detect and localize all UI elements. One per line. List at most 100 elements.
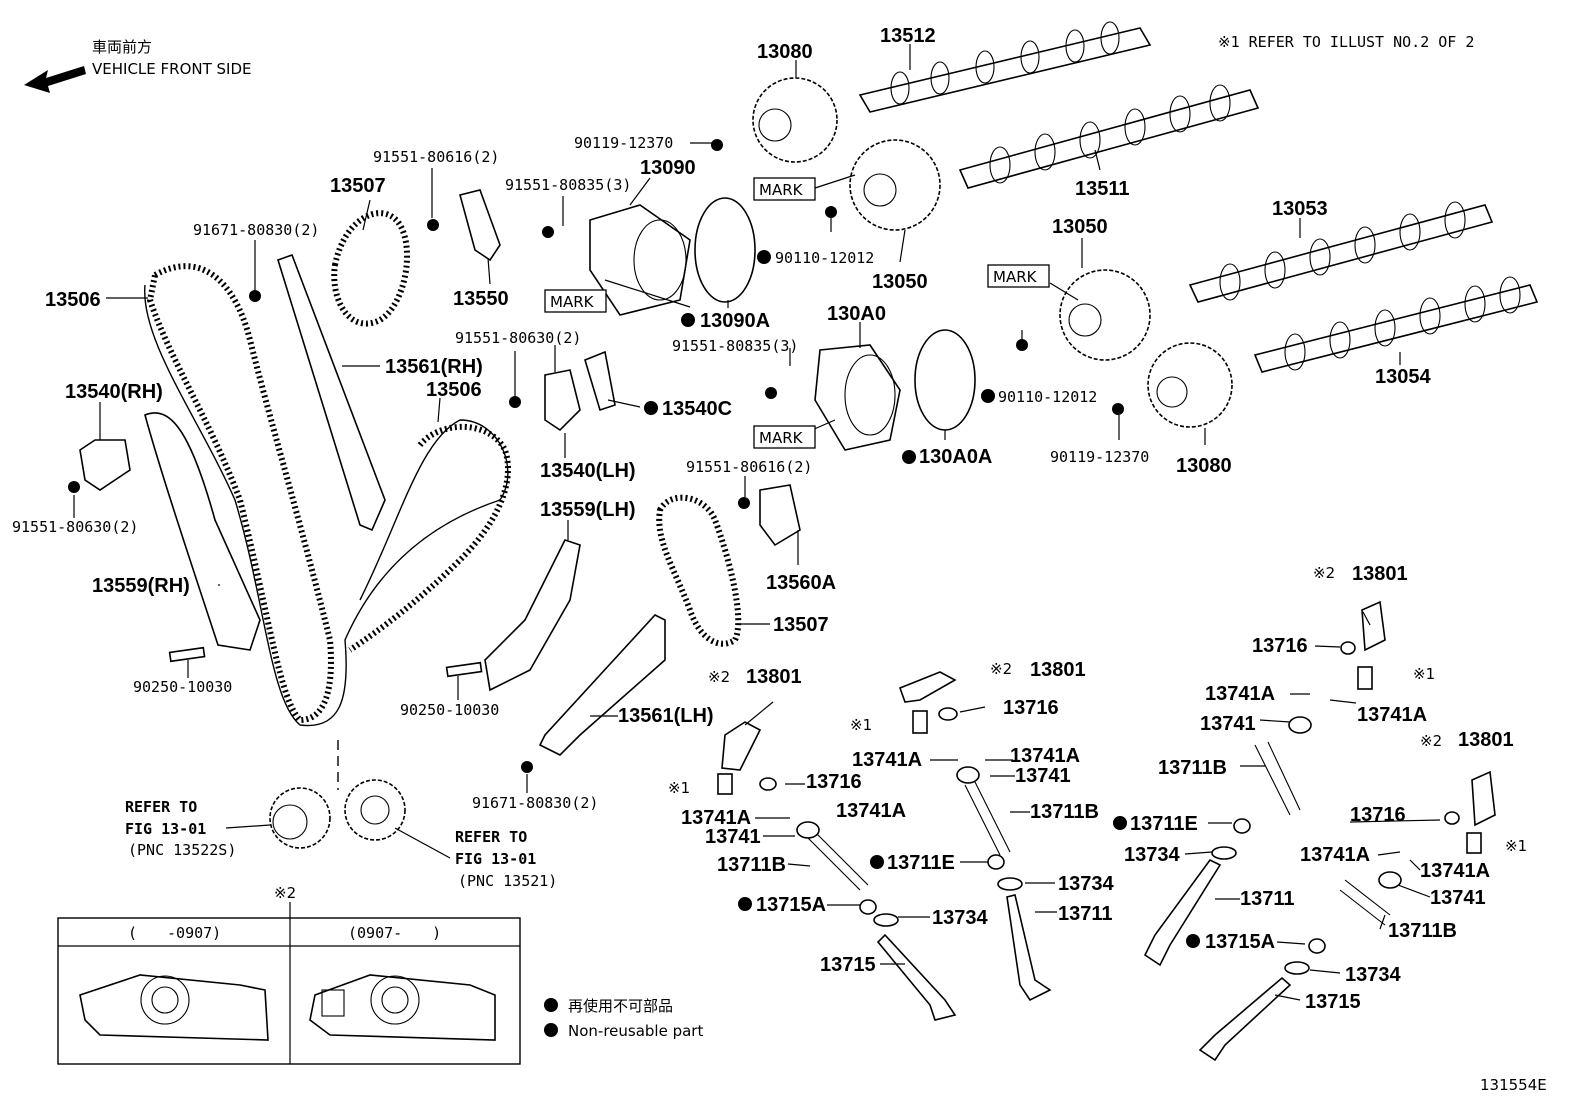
vvt-gear-13080-top <box>752 77 838 163</box>
label-13090: 13090 <box>640 157 696 179</box>
direction-label-en: VEHICLE FRONT SIDE <box>92 60 252 78</box>
legend-dot-icon <box>544 998 558 1012</box>
inset-col2-header: (0907- ) <box>348 924 441 942</box>
inset-col1-header: ( -0907) <box>128 924 221 942</box>
legend-dot-icon-2 <box>544 1023 558 1037</box>
vvt-gear-13080-right <box>1147 342 1233 428</box>
tensioner-13540rh <box>79 439 131 491</box>
label-13801-left: 13801 <box>746 666 802 688</box>
label-13716-mid: 13716 <box>1003 697 1059 719</box>
refer-right-line2: FIG 13-01 <box>455 850 536 868</box>
label-13801-right-top: 13801 <box>1352 563 1408 585</box>
label-13715a-l: 13715A <box>756 894 826 916</box>
label-13090a: 13090A <box>700 310 770 332</box>
inset-frame <box>57 917 521 1065</box>
rocker-arm-13801-right-top <box>1361 600 1386 652</box>
label-13540c: 13540C <box>662 398 732 420</box>
label-13741a-m2: 13741A <box>1010 745 1080 767</box>
label-90110-mid: 90110-12012 <box>998 388 1097 406</box>
direction-label-jp: 車両前方 <box>92 38 152 56</box>
label-mark-2: MARK <box>993 268 1038 286</box>
label-130a0a: 130A0A <box>919 446 992 468</box>
label-13741a-rr1: 13741A <box>1300 844 1370 866</box>
label-13741-rr: 13741 <box>1430 887 1486 909</box>
label-x1-3: ※1 <box>668 779 690 797</box>
refer-left-line3: (PNC 13522S) <box>128 841 236 859</box>
label-13050-mid: 13050 <box>872 271 928 293</box>
label-13734-rr: 13734 <box>1345 964 1401 986</box>
label-91551-80835-mid: 91551-80835(3) <box>672 337 798 355</box>
refer-left-line1: REFER TO <box>125 798 197 816</box>
tensioner-13560a <box>759 484 801 547</box>
label-13741-l: 13741 <box>705 826 761 848</box>
label-13711b-l: 13711B <box>717 854 786 876</box>
label-13711b-rr: 13711B <box>1388 920 1457 942</box>
label-13560a: 13560A <box>766 572 836 594</box>
label-x2-1: ※2 <box>1313 564 1335 582</box>
label-13550: 13550 <box>453 288 509 310</box>
leader-lines <box>73 44 1441 1001</box>
timing-chain-13506-left <box>146 263 334 724</box>
vvt-gear-13050-right <box>1059 269 1151 361</box>
tensioner-plate-13540c <box>584 350 616 412</box>
legend-label-en: Non-reusable part <box>568 1022 703 1040</box>
label-13715-r: 13715 <box>1305 991 1361 1013</box>
label-13741a-rr2: 13741A <box>1420 860 1490 882</box>
label-13734-r: 13734 <box>1124 844 1180 866</box>
valve-seals <box>796 716 1402 975</box>
valve-springs <box>799 741 1391 926</box>
camshaft-13512 <box>858 21 1152 113</box>
tensioner-13550 <box>459 189 501 262</box>
label-13741-m: 13741 <box>1015 765 1071 787</box>
rocker-arm-variant-inset: ※2 ( -0907) (0907- ) <box>57 884 521 1065</box>
rocker-arm-new-icon <box>309 974 496 1041</box>
rocker-arm-13801-left <box>721 721 762 771</box>
label-mark-3: MARK <box>550 293 595 311</box>
label-13711-m: 13711 <box>1058 903 1113 925</box>
rocker-arm-13801-mid <box>898 671 957 703</box>
part-labels: 13080 13512 90119-12370 13090 91551-8061… <box>12 25 1527 1013</box>
label-130a0: 130A0 <box>827 303 886 325</box>
camshaft-13054 <box>1253 276 1539 373</box>
label-91551-80630-mid: 91551-80630(2) <box>455 329 581 347</box>
non-reusable-dots <box>644 250 1200 948</box>
label-mark-1: MARK <box>759 181 804 199</box>
pin-90250-left <box>168 646 206 663</box>
illustration-code: 131554E <box>1480 1076 1547 1094</box>
label-91551-80835-top: 91551-80835(3) <box>505 176 631 194</box>
label-13511: 13511 <box>1075 178 1130 200</box>
label-90250-mid: 90250-10030 <box>400 701 499 719</box>
legend: 再使用不可部品 Non-reusable part <box>544 997 703 1040</box>
label-90119-top: 90119-12370 <box>574 134 673 152</box>
label-13559rh: 13559(RH) <box>92 575 190 597</box>
timing-chain-13507-top <box>331 210 410 327</box>
label-13741a-l2: 13741A <box>836 800 906 822</box>
front-arrow-icon <box>24 66 86 93</box>
label-90119-mid: 90119-12370 <box>1050 448 1149 466</box>
label-13506-mid: 13506 <box>426 379 482 401</box>
legend-label-jp: 再使用不可部品 <box>568 997 673 1015</box>
timing-chain-13506-right <box>348 423 511 653</box>
o-ring-13090a <box>694 197 756 303</box>
label-13801-right2: 13801 <box>1458 729 1514 751</box>
label-13080-top: 13080 <box>757 41 813 63</box>
label-x1-1: ※1 <box>1413 665 1435 683</box>
cover-13090 <box>589 204 691 316</box>
camshaft-13511 <box>958 84 1260 189</box>
label-x2-4: ※2 <box>1420 732 1442 750</box>
label-13561lh: 13561(LH) <box>618 705 714 727</box>
label-13716-right2: 13716 <box>1350 804 1406 826</box>
label-13711e-r: 13711E <box>1130 813 1198 835</box>
label-13053: 13053 <box>1272 198 1328 220</box>
label-13512: 13512 <box>880 25 936 47</box>
label-91551-80616-top: 91551-80616(2) <box>373 148 499 166</box>
label-13801-mid: 13801 <box>1030 659 1086 681</box>
label-13540rh: 13540(RH) <box>65 381 163 403</box>
mark-boxes <box>544 177 1050 449</box>
cover-130a0 <box>814 344 901 451</box>
inset-note-mark: ※2 <box>274 884 296 902</box>
label-13741a-m1: 13741A <box>852 749 922 771</box>
label-13711-r: 13711 <box>1240 888 1295 910</box>
label-x2-3: ※2 <box>708 668 730 686</box>
bolt-icons <box>68 139 1124 773</box>
